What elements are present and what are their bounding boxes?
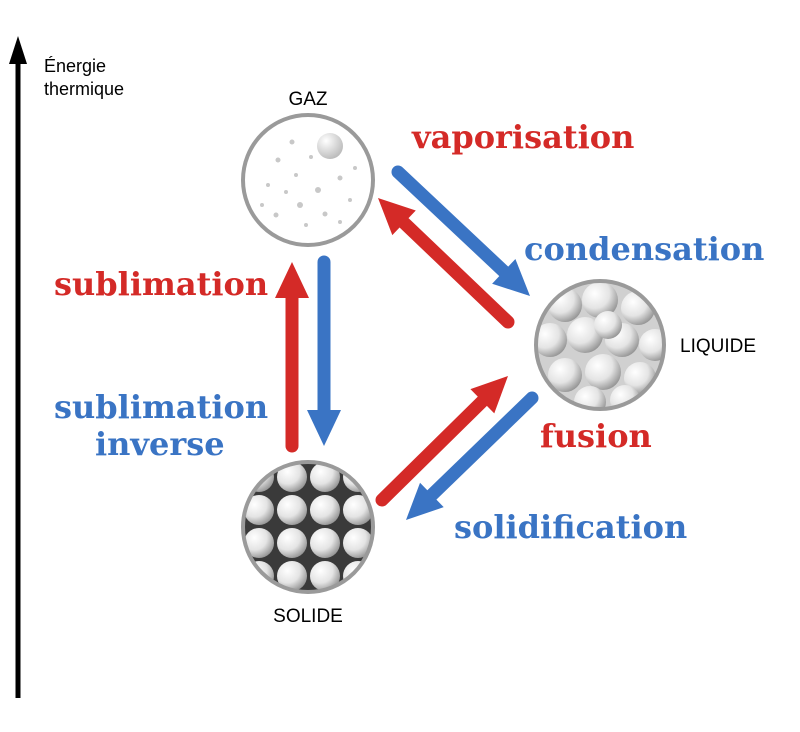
axis-label-line1: Énergie [44,56,106,76]
axis-label-line2: thermique [44,79,124,99]
arrow-sublimation [275,262,309,453]
energy-axis [9,36,27,698]
arrow-solidification [406,391,539,520]
label-vaporisation: vaporisation [411,118,634,156]
label-sublimation: sublimation [54,265,268,303]
liquid-circle [534,279,666,411]
solid-circle [241,460,375,594]
label-fusion: fusion [540,417,652,455]
label-solidification: solidification [454,508,687,546]
label-condensation: condensation [524,230,764,268]
solid-label: SOLIDE [273,606,343,627]
arrow-condensation [391,165,530,296]
arrow-fusion [375,376,508,507]
gas-circle [241,113,375,247]
label-sublimation-inverse-line1: sublimation [54,388,268,426]
arrow-sublimation-inverse [307,255,341,446]
liquid-label: LIQUIDE [680,336,756,357]
label-sublimation-inverse-line2: inverse [95,425,225,463]
gas-label: GAZ [288,89,327,110]
arrow-vaporisation [378,198,515,329]
